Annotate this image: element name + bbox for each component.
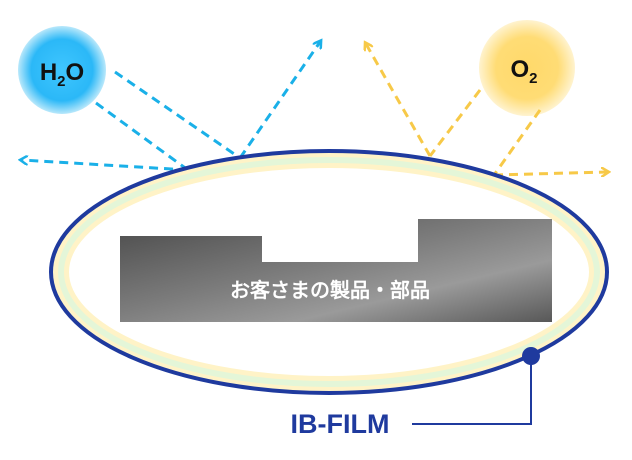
ib-film-callout: IB-FILM [291, 347, 540, 439]
oxygen-path-2 [492, 109, 542, 176]
oxygen-reflect-up [366, 44, 432, 157]
oxygen-label: O [510, 56, 529, 83]
water-path-2 [95, 101, 189, 172]
ib-film-label: IB-FILM [291, 409, 390, 439]
water-label: H [40, 59, 57, 86]
svg-text:O2: O2 [510, 56, 537, 87]
oxygen-reflect-right [493, 172, 607, 175]
customer-product: お客さまの製品・部品 [120, 219, 552, 322]
product-label: お客さまの製品・部品 [230, 278, 430, 302]
water-path-1 [114, 70, 241, 160]
oxygen-molecule: O2 [479, 20, 575, 116]
oxygen-subscript: 2 [529, 70, 537, 87]
svg-text:H2O: H2O [40, 59, 84, 90]
water-reflect-left [22, 160, 189, 172]
water-arrows [22, 42, 320, 172]
callout-leader-line [412, 356, 532, 425]
oxygen-path-1 [428, 89, 482, 157]
water-molecule: H2O [18, 26, 106, 114]
water-suffix: O [66, 59, 85, 86]
water-reflect-up [238, 42, 320, 159]
oxygen-arrows [366, 44, 607, 175]
water-subscript: 2 [57, 73, 65, 90]
ib-film-coating [49, 149, 609, 395]
